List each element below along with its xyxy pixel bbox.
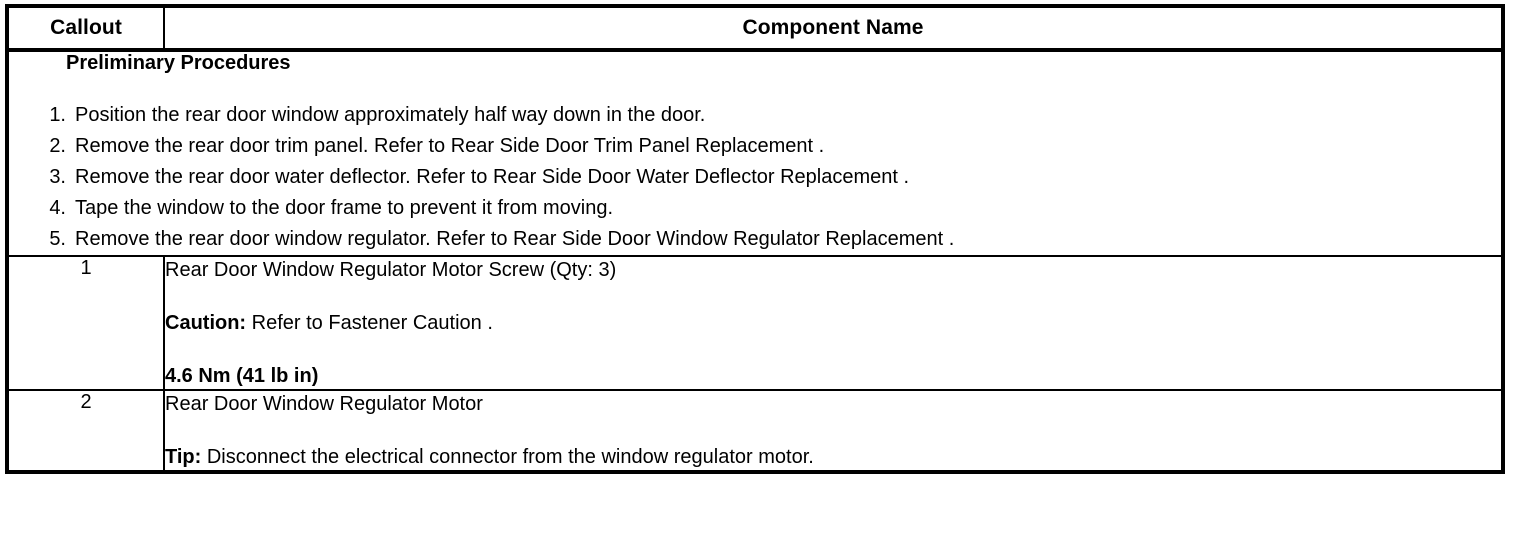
- table-header-row: Callout Component Name: [7, 6, 1503, 52]
- step-text: Remove the rear door trim panel. Refer t…: [75, 135, 825, 157]
- component-callout-table: Callout Component Name Preliminary Proce…: [5, 4, 1505, 474]
- list-item: 1. Position the rear door window approxim…: [9, 100, 1501, 131]
- preliminary-procedures-list: 1. Position the rear door window approxim…: [9, 100, 1501, 255]
- step-text: Tape the window to the door frame to pre…: [75, 197, 614, 219]
- step-number: 4.: [49, 197, 66, 219]
- step-number: 1.: [49, 104, 66, 126]
- table-row: 1 Rear Door Window Regulator Motor Screw…: [7, 256, 1503, 391]
- list-item: 2. Remove the rear door trim panel. Refer…: [9, 131, 1501, 162]
- tip-note: Tip: Disconnect the electrical connector…: [165, 444, 1501, 470]
- step-number: 2.: [49, 135, 66, 157]
- callout-description-cell: Rear Door Window Regulator Motor Screw (…: [164, 256, 1503, 391]
- caution-label: Caution:: [165, 312, 247, 334]
- caution-note: Caution: Refer to Fastener Caution .: [165, 310, 1501, 336]
- component-name-text: Rear Door Window Regulator Motor: [165, 393, 483, 415]
- step-number: 3.: [49, 166, 66, 188]
- preliminary-procedures-title: Preliminary Procedures: [66, 52, 291, 74]
- column-header-component-name: Component Name: [164, 6, 1503, 52]
- column-header-callout: Callout: [7, 6, 165, 52]
- tip-label: Tip:: [165, 446, 202, 468]
- callout-number: 1: [7, 256, 165, 391]
- table-row: 2 Rear Door Window Regulator Motor Tip: …: [7, 390, 1503, 472]
- step-text: Remove the rear door water deflector. Re…: [75, 166, 910, 188]
- preliminary-procedures-cell: Preliminary Procedures 1. Position the re…: [7, 50, 1503, 257]
- callout-number: 2: [7, 390, 165, 472]
- step-text: Remove the rear door window regulator. R…: [75, 228, 955, 250]
- step-number: 5.: [49, 228, 66, 250]
- step-text: Position the rear door window approximat…: [75, 104, 706, 126]
- list-item: 4. Tape the window to the door frame to p…: [9, 193, 1501, 224]
- torque-specification: 4.6 Nm (41 lb in): [165, 365, 319, 387]
- preliminary-procedures-row: Preliminary Procedures 1. Position the re…: [7, 50, 1503, 257]
- callout-description-cell: Rear Door Window Regulator Motor Tip: Di…: [164, 390, 1503, 472]
- list-item: 5. Remove the rear door window regulator.…: [9, 224, 1501, 255]
- list-item: 3. Remove the rear door water deflector. …: [9, 162, 1501, 193]
- component-name-text: Rear Door Window Regulator Motor Screw (…: [165, 259, 617, 281]
- tip-text: Disconnect the electrical connector from…: [201, 446, 814, 468]
- caution-text: Refer to Fastener Caution .: [246, 312, 493, 334]
